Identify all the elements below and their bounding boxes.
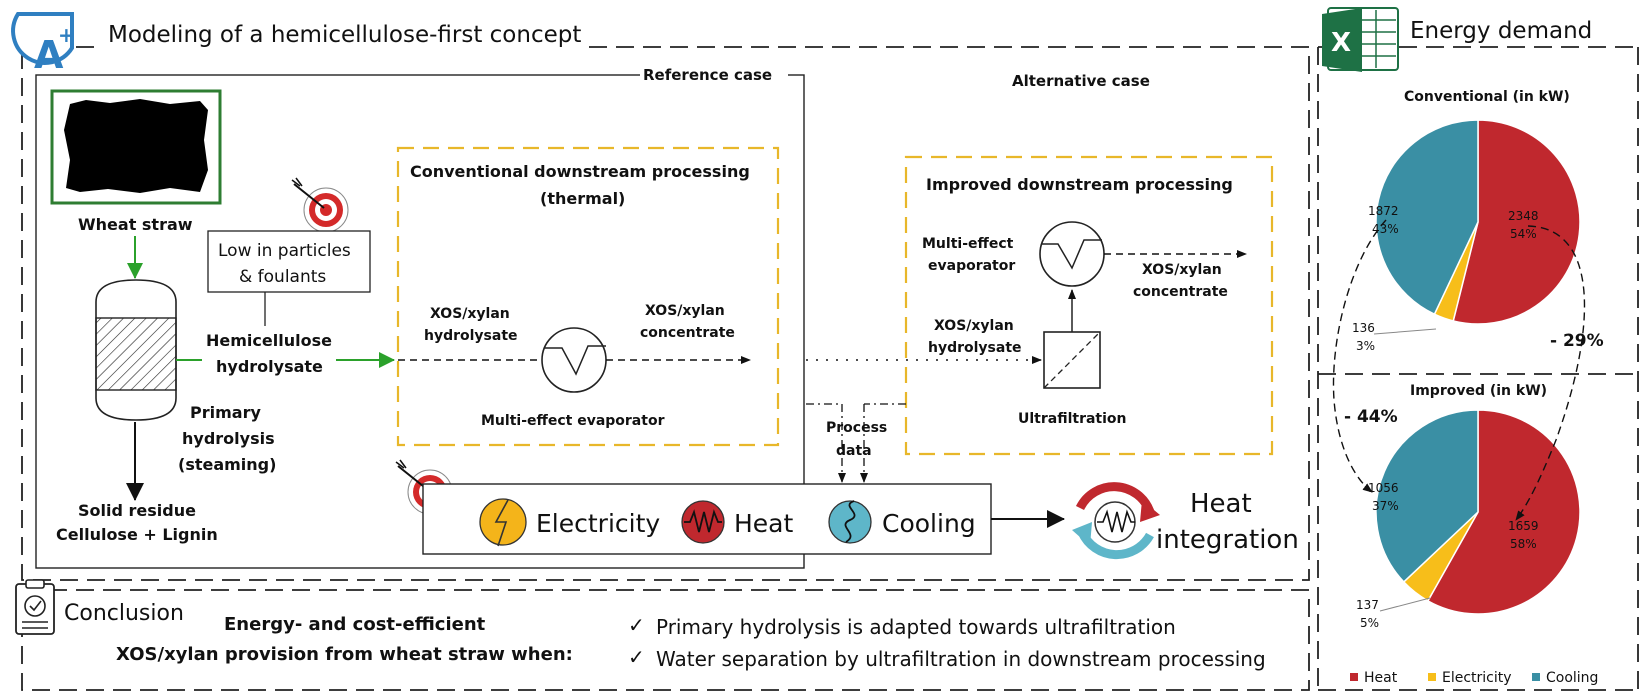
reduction-cooling-label: - 44% [1344,407,1398,427]
conventional-title: Conventional downstream processing (ther… [410,162,755,208]
process-data-label: Process data [826,420,892,459]
evaporator-symbol-conv [541,327,607,393]
pie-legend: Heat Electricity Cooling [1350,670,1598,686]
clipboard-icon [15,579,55,635]
process-data-lines [806,403,906,483]
solid-residue-label: Solid residue Cellulose + Lignin [56,501,218,544]
page-title: Modeling of a hemicellulose-first concep… [108,22,581,48]
pie-conventional [1375,119,1581,325]
pie-impr-heat-pct: 58% [1510,537,1537,551]
conclusion-item: Primary hydrolysis is adapted towards ul… [656,615,1176,639]
pie-title-conventional: Conventional (in kW) [1404,89,1570,105]
improved-title: Improved downstream processing [926,175,1233,194]
pie-slice-heat [1426,409,1581,615]
ultrafiltration-symbol [1043,331,1101,389]
logo-plus: + [58,23,75,47]
pie-conv-electricity-value: 136 [1352,321,1375,335]
excel-icon: X [1322,7,1399,72]
pie-conv-heat-pct: 54% [1510,227,1537,241]
electricity-label: Electricity [536,509,660,538]
evaporator-symbol-alt [1039,221,1105,287]
wheat-straw-image [50,89,222,205]
pie-conv-electricity-pct: 3% [1356,339,1375,353]
pie-impr-electricity-value: 137 [1356,598,1379,612]
alternative-case-label: Alternative case [1012,72,1150,90]
conv-input-label: XOS/xylan hydrolysate [424,306,518,344]
conclusion-lead: Energy- and cost-efficient XOS/xylan pro… [116,614,573,665]
alt-evaporator-label: Multi-effect evaporator [922,236,1018,274]
pie-impr-cooling-pct: 37% [1372,499,1399,513]
conv-output-label: XOS/xylan concentrate [640,303,735,341]
hemicellulose-label: Hemicellulose hydrolysate [206,331,338,376]
conv-unit-label: Multi-effect evaporator [481,413,665,429]
wheat-straw-label: Wheat straw [78,215,193,234]
target-icon [291,177,349,233]
low-particles-text: Low in particles & foulants [218,241,356,287]
reduction-heat-label: - 29% [1550,331,1604,351]
alt-output-label: XOS/xylan concentrate [1133,262,1228,300]
reference-case-label: Reference case [643,66,772,84]
legend-heat: Heat [1364,670,1398,686]
legend-cooling-swatch [1532,673,1540,681]
pie-impr-heat-value: 1659 [1508,519,1539,533]
check-icon: ✓ [628,645,645,669]
legend-electricity-swatch [1428,673,1436,681]
title-backdrop [100,18,580,50]
ultrafiltration-label: Ultrafiltration [1018,411,1127,427]
aplus-logo: A + [11,12,75,77]
energy-demand-title: Energy demand [1410,18,1592,44]
electricity-icon [479,498,527,547]
pie-conv-labels: 2348 54% 1872 43% 136 3% [1352,204,1539,353]
excel-letter: X [1331,28,1351,58]
pie-title-improved: Improved (in kW) [1410,383,1547,399]
reference-case-box [35,74,805,569]
cooling-icon [828,500,872,544]
conclusion-list: ✓ Primary hydrolysis is adapted towards … [628,613,1266,671]
pie-slice-cooling [1375,409,1479,584]
pie-slice-heat [1452,119,1581,325]
logo-letter: A [34,33,64,77]
conclusion-item: Water separation by ultrafiltration in d… [656,647,1266,671]
main-frame [21,46,1639,691]
pie-impr-cooling-value: 1056 [1368,481,1399,495]
pie-improved [1375,409,1581,615]
legend-cooling: Cooling [1546,670,1598,686]
improved-downstream-box [904,155,1274,456]
primary-hydrolysis-reactor [95,279,177,421]
legend-heat-swatch [1350,673,1358,681]
pie-conv-cooling-value: 1872 [1368,204,1399,218]
heat-label: Heat [734,509,793,538]
legend-electricity: Electricity [1442,670,1512,686]
pie-conv-heat-value: 2348 [1508,209,1539,223]
reactor-label: Primary hydrolysis (steaming) [178,403,280,474]
pie-conv-cooling-pct: 43% [1372,222,1399,236]
heat-integration-icon [1072,482,1160,560]
alt-input-label: XOS/xylan hydrolysate [928,318,1022,356]
conventional-downstream-box [396,146,780,447]
pie-slice-cooling [1375,119,1479,316]
pie-impr-labels: 1659 58% 1056 37% 137 5% [1356,481,1539,630]
conclusion-title: Conclusion [64,601,184,626]
heat-icon [681,500,725,544]
check-icon: ✓ [628,613,645,637]
reduction-arrows [1332,219,1586,521]
pie-impr-electricity-pct: 5% [1360,616,1379,630]
heat-integration-label: Heat integration [1156,489,1299,555]
cooling-label: Cooling [882,509,976,538]
low-particles-box [207,230,371,293]
